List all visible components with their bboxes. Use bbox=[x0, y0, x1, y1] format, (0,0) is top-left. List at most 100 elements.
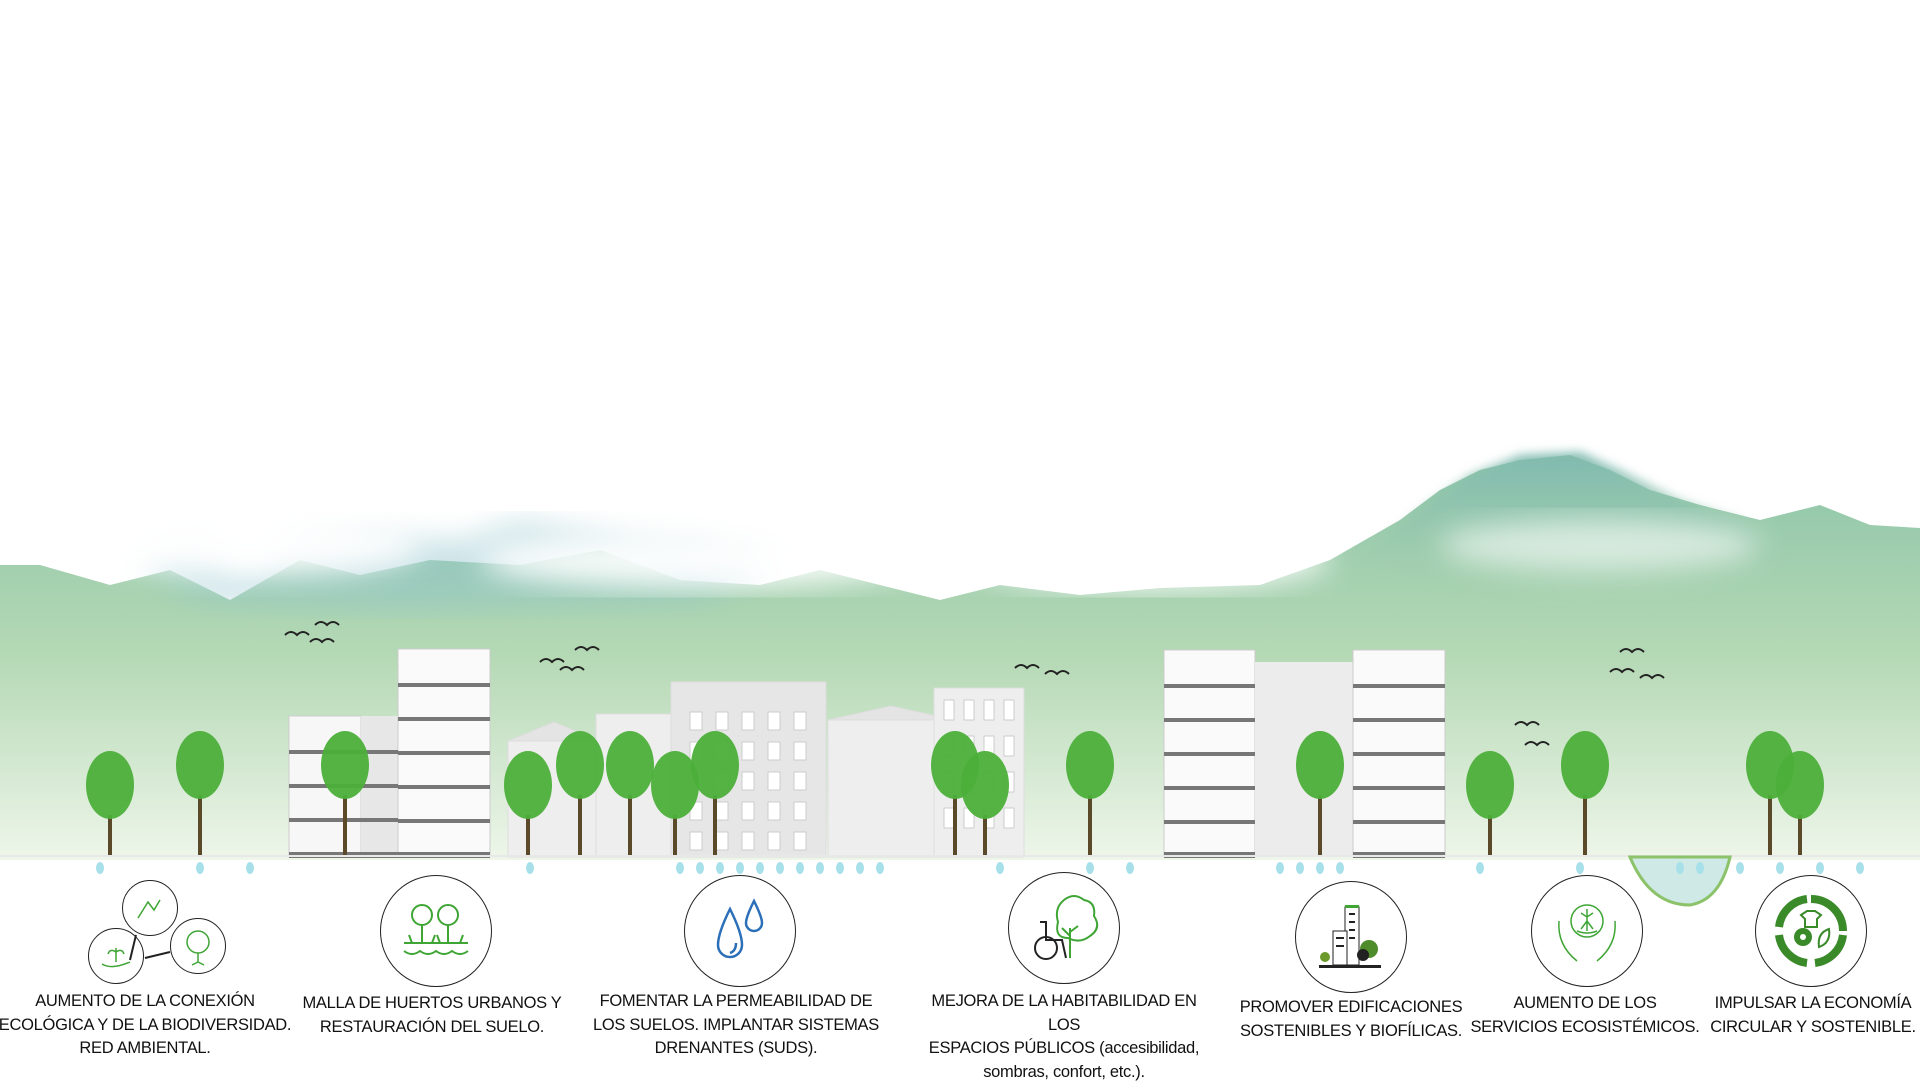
window bbox=[741, 771, 755, 791]
tree-crown bbox=[504, 751, 552, 819]
tree-crown bbox=[606, 731, 654, 799]
tree-crown bbox=[691, 731, 739, 799]
window bbox=[741, 741, 755, 761]
rain-drop bbox=[1126, 862, 1134, 874]
rain-drop bbox=[1276, 862, 1284, 874]
floor-slab bbox=[1353, 718, 1445, 722]
window bbox=[689, 831, 703, 851]
rain-drop bbox=[1316, 862, 1324, 874]
window bbox=[741, 801, 755, 821]
rain-drop bbox=[1296, 862, 1304, 874]
window bbox=[689, 711, 703, 731]
tree-crown bbox=[321, 731, 369, 799]
tree-crown bbox=[86, 751, 134, 819]
tree-trunk bbox=[1798, 815, 1802, 855]
tree-trunk bbox=[108, 815, 112, 855]
floor-slab bbox=[1353, 752, 1445, 756]
floor-slab bbox=[398, 785, 490, 789]
rain-drop bbox=[1476, 862, 1484, 874]
floor-slab bbox=[398, 751, 490, 755]
rain-drop bbox=[736, 862, 744, 874]
window bbox=[793, 771, 807, 791]
urban-garden-icon bbox=[380, 875, 492, 987]
window bbox=[1003, 735, 1015, 757]
trees bbox=[86, 731, 1824, 855]
circular-economy-icon bbox=[1755, 875, 1867, 987]
window bbox=[715, 831, 729, 851]
rain-drop bbox=[776, 862, 784, 874]
rain-drop bbox=[816, 862, 824, 874]
wheelchair-tree-icon bbox=[1008, 872, 1120, 984]
tree-trunk bbox=[628, 795, 632, 855]
floor-slab bbox=[1164, 752, 1255, 756]
floor-slab bbox=[1164, 820, 1255, 824]
window bbox=[963, 699, 975, 721]
window bbox=[741, 711, 755, 731]
window bbox=[793, 801, 807, 821]
rain-drop bbox=[1816, 862, 1824, 874]
tree-trunk bbox=[343, 795, 347, 855]
floor-slab bbox=[1164, 718, 1255, 722]
rain-drop bbox=[716, 862, 724, 874]
window bbox=[1003, 807, 1015, 829]
rain-drop bbox=[96, 862, 104, 874]
tree-trunk bbox=[578, 795, 582, 855]
rain-drops bbox=[96, 862, 1864, 874]
floor-slab bbox=[1353, 684, 1445, 688]
rain-drop bbox=[996, 862, 1004, 874]
rain-drop bbox=[1696, 862, 1704, 874]
tree-trunk bbox=[1488, 815, 1492, 855]
window bbox=[767, 831, 781, 851]
floor-slab bbox=[398, 819, 490, 823]
floor-slab bbox=[398, 683, 490, 687]
window bbox=[1003, 699, 1015, 721]
tree-crown bbox=[1066, 731, 1114, 799]
rain-drop bbox=[676, 862, 684, 874]
green-building-icon bbox=[1295, 881, 1407, 993]
tree-trunk bbox=[526, 815, 530, 855]
window bbox=[793, 741, 807, 761]
rain-drop bbox=[246, 862, 254, 874]
tree-crown bbox=[1561, 731, 1609, 799]
rain-drop bbox=[1086, 862, 1094, 874]
tree-trunk bbox=[713, 795, 717, 855]
rain-drop bbox=[1856, 862, 1864, 874]
tree-trunk bbox=[673, 815, 677, 855]
tree-trunk bbox=[1088, 795, 1092, 855]
tree-crown bbox=[176, 731, 224, 799]
floor-slab bbox=[1164, 786, 1255, 790]
window bbox=[767, 801, 781, 821]
window bbox=[715, 711, 729, 731]
window bbox=[715, 801, 729, 821]
tree-trunk bbox=[1583, 795, 1587, 855]
tree-trunk bbox=[1318, 795, 1322, 855]
water-drops-icon bbox=[684, 875, 796, 987]
clouds bbox=[100, 515, 1760, 590]
floor-slab bbox=[398, 717, 490, 721]
window bbox=[983, 699, 995, 721]
rain-drop bbox=[1736, 862, 1744, 874]
floor-slab bbox=[1353, 786, 1445, 790]
rain-drop bbox=[1776, 862, 1784, 874]
window bbox=[943, 807, 955, 829]
rain-drop bbox=[696, 862, 704, 874]
window bbox=[793, 711, 807, 731]
rain-drop bbox=[1336, 862, 1344, 874]
tree-trunk bbox=[983, 815, 987, 855]
tree-crown bbox=[1296, 731, 1344, 799]
window bbox=[767, 741, 781, 761]
window bbox=[741, 831, 755, 851]
window bbox=[943, 699, 955, 721]
hands-plant-icon bbox=[1531, 875, 1643, 987]
rain-drop bbox=[756, 862, 764, 874]
tree-trunk bbox=[198, 795, 202, 855]
rain-drop bbox=[836, 862, 844, 874]
window bbox=[767, 771, 781, 791]
